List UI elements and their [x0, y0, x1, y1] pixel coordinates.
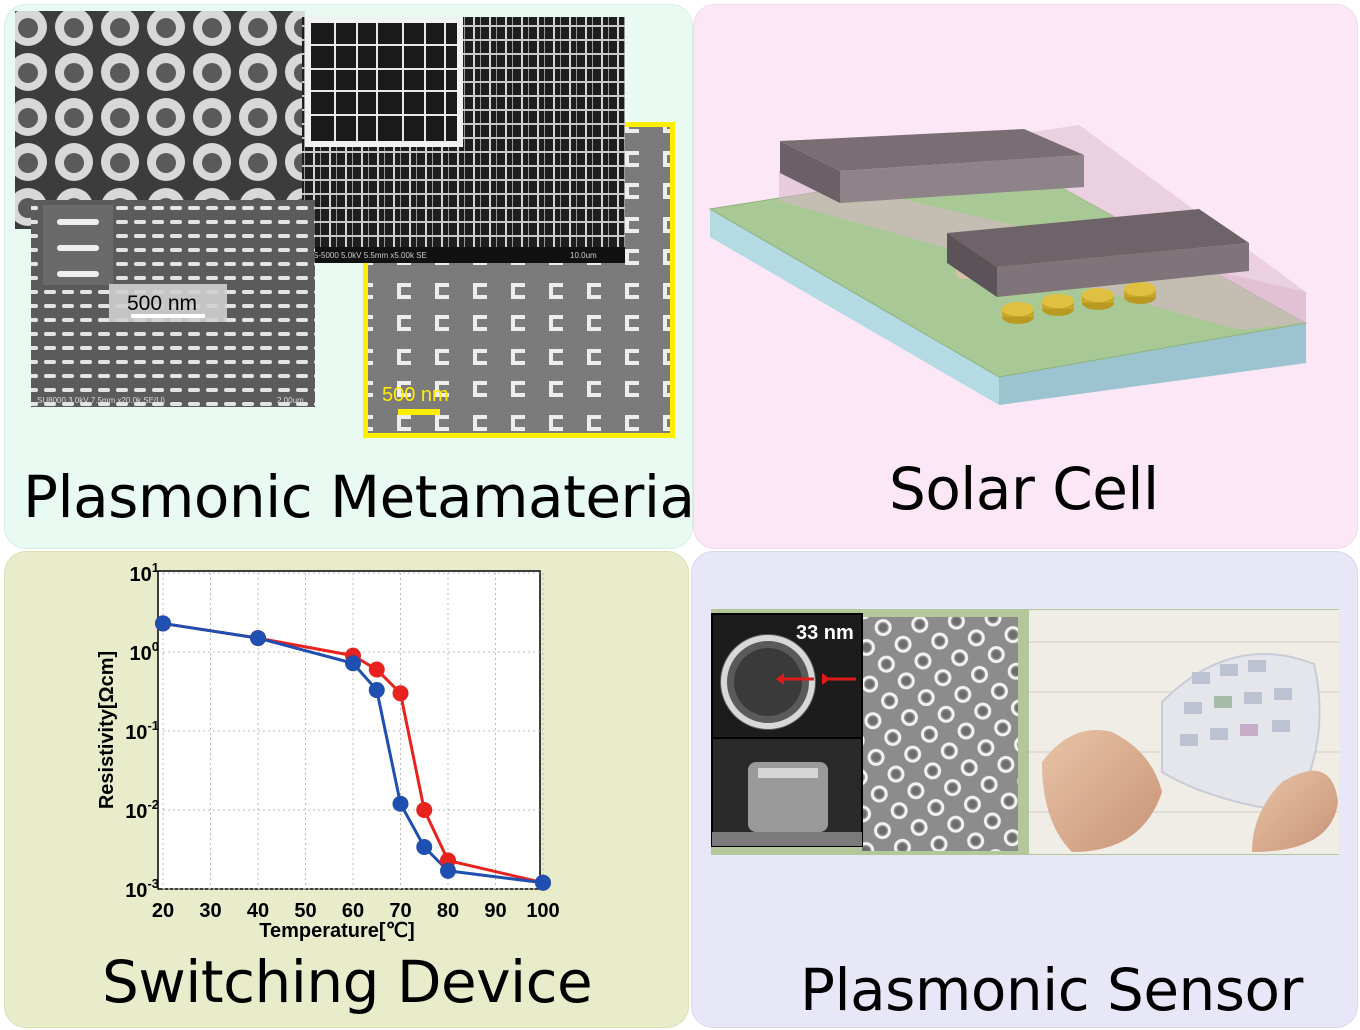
y-axis-label: Resistivity[Ωcm] [96, 651, 118, 809]
inset-grid [311, 23, 457, 141]
x-tick-label: 80 [437, 900, 459, 922]
sem-info-1: SU8000 3.0kV 7.5mm x20.0k SE(U) [37, 396, 165, 405]
data-point [416, 839, 433, 856]
scale-bar-1 [131, 314, 205, 318]
x-tick-label: 70 [389, 900, 411, 922]
data-point [345, 655, 361, 672]
data-point [368, 682, 385, 699]
caption-plasmonic-sensor: Plasmonic Sensor [800, 956, 1303, 1024]
y-tick-label: 101 [130, 560, 159, 586]
data-point [440, 862, 456, 879]
data-point [250, 630, 266, 647]
data-point [392, 795, 409, 812]
sem-info-2: S-5000 5.0kV 5.5mm x5.00k SE [313, 251, 427, 260]
resistivity-chart: 20 30 40 50 60 70 80 90 100 101 100 10-1 10-2 10-3 Te… [96, 560, 560, 942]
x-axis-label: Temperature[℃] [259, 920, 414, 942]
thumb [1252, 770, 1338, 852]
gap-label: 33 nm [796, 622, 854, 644]
metamaterial-sem-collage: S-5000 5.0kV 5.5mm x5.00k SE 10.0um 500 … [15, 11, 675, 438]
sem-info-1-scale: 2.00um [277, 396, 304, 405]
caption-switching-device: Switching Device [102, 948, 593, 1016]
data-point [535, 874, 551, 891]
solar-cell-diagram [708, 125, 1308, 405]
caption-solar-cell: Solar Cell [889, 455, 1159, 523]
y-tick-label: 10-2 [125, 797, 159, 823]
plasmonic-sensor-panel: 33 nm Plasmonic Sensor [691, 551, 1358, 1028]
x-tick-label: 30 [199, 900, 221, 922]
x-tick-label: 40 [247, 900, 269, 922]
finger [1042, 730, 1162, 852]
y-tick-label: 100 [130, 639, 159, 665]
scale-bar-label-1: 500 nm [127, 292, 197, 315]
scale-bar-2 [398, 409, 440, 415]
caption-metamaterial: Plasmonic Metamaterial [23, 463, 693, 531]
switching-device-panel: 20 30 40 50 60 70 80 90 100 101 100 10-1 10-2 10-3 Te… [4, 551, 689, 1028]
scale-bar-label-2: 500 nm [382, 384, 449, 406]
y-tick-label: 10-1 [125, 718, 159, 744]
data-point [155, 615, 171, 632]
plot-area [157, 570, 541, 890]
nanodiscs [1002, 282, 1156, 324]
x-tick-label: 20 [152, 900, 174, 922]
data-point [368, 661, 385, 678]
sem-info-2-scale: 10.0um [570, 251, 597, 260]
metamaterial-panel: S-5000 5.0kV 5.5mm x5.00k SE 10.0um 500 … [4, 4, 693, 549]
sensor-image-collage: 33 nm [711, 609, 1339, 855]
x-tick-label: 60 [342, 900, 364, 922]
x-tick-label: 100 [526, 900, 559, 922]
solar-cell-panel: Solar Cell [693, 4, 1358, 549]
x-tick-label: 50 [294, 900, 316, 922]
data-point [392, 685, 409, 702]
x-tick-label: 90 [484, 900, 506, 922]
data-point [416, 802, 433, 818]
y-tick-label: 10-3 [125, 876, 159, 902]
